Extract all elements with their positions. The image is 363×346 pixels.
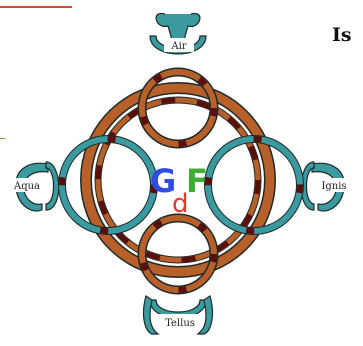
element-label-aqua: Aqua	[13, 181, 40, 192]
logo-letter-f: F	[186, 162, 208, 200]
element-label-ignis: Ignis	[321, 181, 346, 192]
scroll-ornament-top	[150, 13, 206, 60]
gdf-logo: G d F	[150, 162, 208, 219]
element-label-air: Air	[170, 41, 186, 52]
element-label-tellus: Tellus	[165, 318, 195, 329]
